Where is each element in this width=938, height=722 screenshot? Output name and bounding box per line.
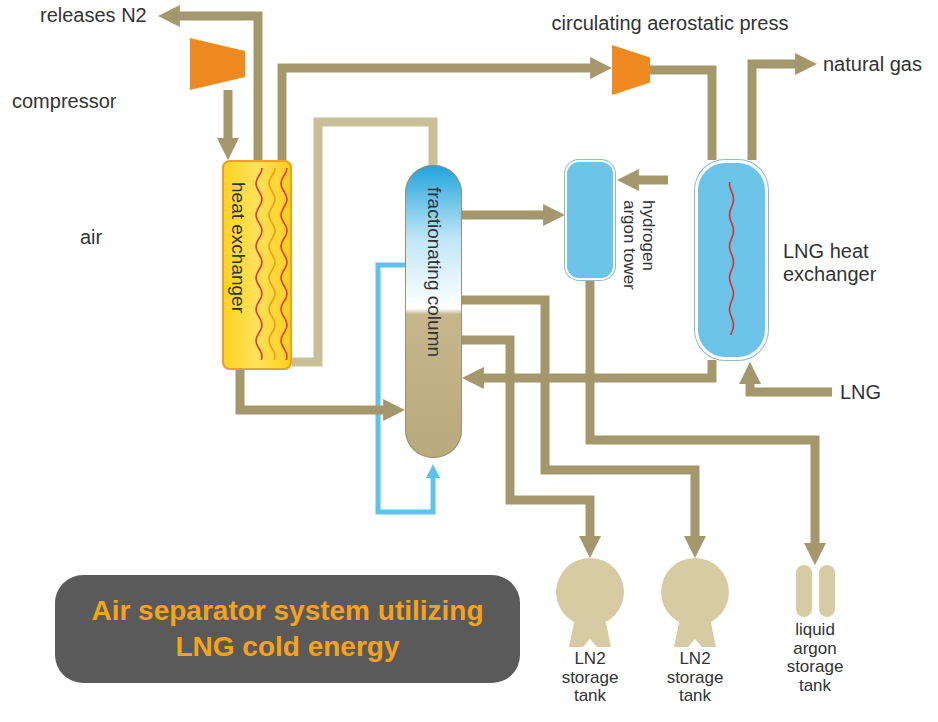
compressor-symbol: compressor [190, 38, 245, 90]
node-label: LN2 storage tank [660, 650, 730, 706]
ln2-storage-tank: LN2 storage tank [545, 558, 635, 709]
argon-tower: hydrogen argon tower [565, 160, 615, 280]
machine-body [190, 38, 245, 90]
flow-connector [462, 211, 553, 220]
lng-inlet-line [750, 374, 832, 392]
tank-cylinder [796, 565, 812, 617]
node-label: LNG heat exchanger [783, 240, 883, 286]
flow-connector [224, 90, 233, 148]
tank-sphere [556, 558, 624, 626]
heat-exchange-coil [730, 182, 734, 335]
flow-connector [462, 300, 695, 546]
heat-exchanger: heat exchanger [222, 160, 292, 370]
stream-label: air [80, 226, 102, 249]
flow-connector [650, 70, 712, 160]
tank-sphere [661, 558, 729, 626]
node-label: compressor [12, 90, 116, 113]
tank-base [569, 618, 611, 647]
node-label: hydrogen argon tower [620, 200, 657, 300]
heat-exchange-coil [256, 168, 262, 360]
lng-heat-exchanger: LNG heat exchanger [695, 160, 768, 360]
machine-body [612, 45, 650, 95]
node-label: Air separator system utilizing LNG cold … [78, 593, 498, 666]
node-label: LN2 storage tank [555, 650, 625, 706]
lng-heat-exchanger-outline [695, 160, 768, 360]
node-label: heat exchanger [227, 182, 249, 313]
flow-connector [462, 340, 590, 546]
flow-connector [282, 68, 600, 160]
tank-base [674, 618, 716, 647]
stream-label: releases N2 [40, 4, 147, 27]
natural-gas-line [752, 64, 805, 160]
stream-label: LNG [840, 381, 881, 404]
ln2-storage-tank: LN2 storage tank [650, 558, 740, 709]
node-label: fractionating column [423, 187, 445, 357]
nitrogen-release-line [170, 16, 258, 160]
circulating-press-symbol-outline [612, 45, 650, 95]
circulating-press-symbol: circulating aerostatic press [612, 45, 650, 95]
stream-label: natural gas [823, 53, 922, 76]
tank-cylinder [819, 565, 835, 617]
node-label: circulating aerostatic press [552, 12, 789, 35]
title-box: Air separator system utilizing LNG cold … [55, 575, 520, 683]
hydrogen-inlet-line [629, 176, 668, 185]
compressor-symbol-outline [190, 38, 245, 90]
node-label: liquid argon storage tank [780, 621, 850, 696]
liquid-argon-storage-tank: liquid argon storage tank [780, 565, 850, 698]
fractionating-column: fractionating column [405, 165, 462, 458]
heat-exchange-coil [281, 168, 287, 360]
flow-connector [240, 370, 393, 410]
heat-exchange-coil [269, 168, 275, 360]
